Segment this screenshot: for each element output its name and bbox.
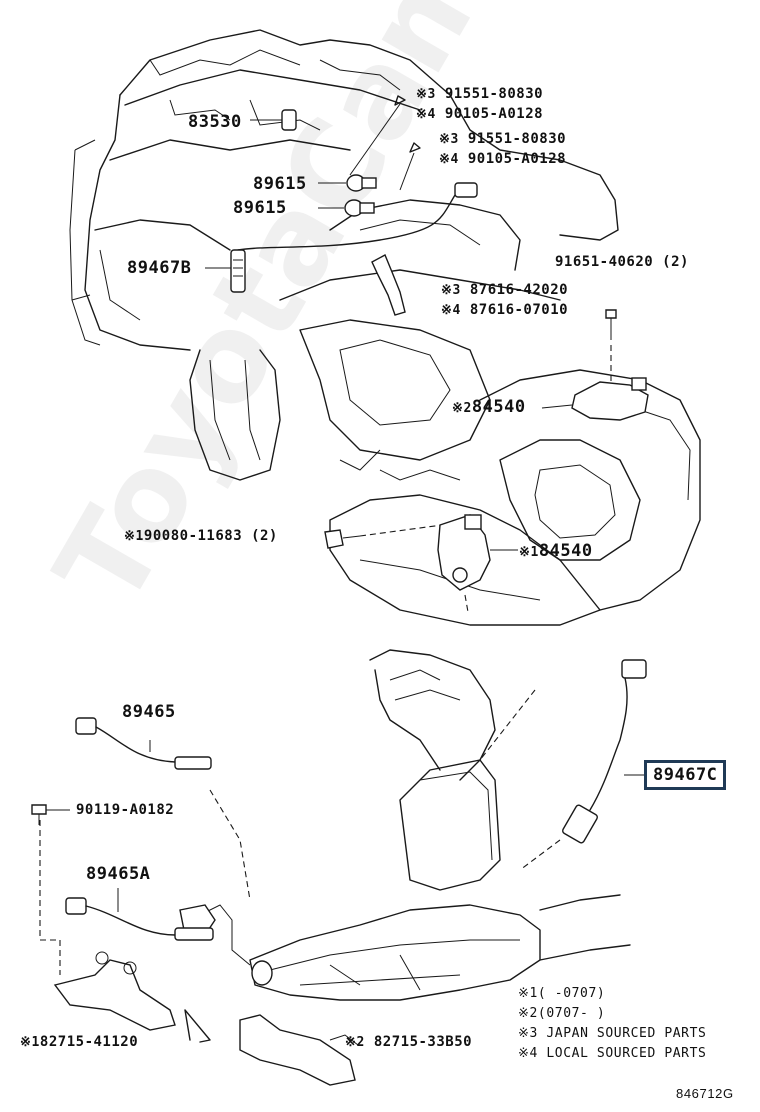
callout-89465a[interactable]: 89465A (86, 864, 151, 884)
callout-part-number: 82715-33B50 (373, 1034, 473, 1050)
part-89615-sensor-2[interactable] (318, 199, 375, 217)
engine-assembly (69, 29, 619, 481)
callout-mark: ※1 (124, 529, 144, 544)
legend-item-1: ※1( -0707) (518, 986, 605, 1001)
legend-text: JAPAN SOURCED PARTS (546, 1026, 707, 1041)
legend-item-2: ※2(0707- ) (518, 1006, 605, 1021)
part-89465-sensor[interactable] (75, 717, 212, 770)
callout-83530[interactable]: 83530 (188, 112, 242, 132)
part-89465a-sensor[interactable] (65, 888, 214, 941)
callout-part-number: 91551-80830 (444, 86, 544, 102)
callout-89467c-highlighted[interactable]: 89467C (644, 760, 727, 790)
legend-item-3: ※3 JAPAN SOURCED PARTS (518, 1026, 706, 1041)
callout-91651-40620[interactable]: 91651-40620 (2) (555, 254, 689, 270)
callout-82715-33b50[interactable]: ※2 82715-33B50 (345, 1034, 472, 1050)
callout-90105-a0128-a[interactable]: ※4 90105-A0128 (416, 106, 543, 122)
part-89467b-oxygen-sensor[interactable] (205, 182, 478, 293)
part-89467c-sensor[interactable] (562, 659, 647, 844)
callout-89467b[interactable]: 89467B (127, 258, 192, 278)
callout-87616-07010[interactable]: ※4 87616-07010 (441, 302, 568, 318)
callout-mark: ※3 (416, 87, 436, 102)
part-82715-41120-bracket[interactable] (53, 951, 211, 1043)
callout-89615-b[interactable]: 89615 (233, 198, 287, 218)
callout-part-number: 90105-A0128 (444, 106, 544, 122)
callout-mark: ※4 (441, 303, 461, 318)
callout-part-number: 91551-80830 (467, 131, 567, 147)
callout-mark: ※4 (416, 107, 436, 122)
part-82715-33b50-bracket[interactable] (239, 1014, 359, 1086)
callout-90119-a0182[interactable]: 90119-A0182 (76, 802, 175, 818)
part-90119-bolt[interactable] (31, 804, 70, 825)
callout-mark: ※1 (519, 545, 539, 560)
callout-part-number: 87616-42020 (469, 282, 569, 298)
part-87616-bracket[interactable] (371, 254, 406, 316)
callout-part-number: 90105-A0128 (467, 151, 567, 167)
callout-91551-80830-b[interactable]: ※3 91551-80830 (439, 131, 566, 147)
callout-84540-bottom[interactable]: ※184540 (519, 541, 593, 561)
callout-89615-a[interactable]: 89615 (253, 174, 307, 194)
callout-mark: ※2 (452, 401, 472, 416)
callout-mark: ※3 (441, 283, 461, 298)
callout-part-number: 82715-41120 (39, 1034, 139, 1050)
diagram-id: 846712G (676, 1086, 734, 1101)
callout-90105-a0128-b[interactable]: ※4 90105-A0128 (439, 151, 566, 167)
part-83530-sensor[interactable] (250, 109, 297, 131)
legend-mark: ※1 (518, 986, 538, 1001)
callout-mark: ※3 (439, 132, 459, 147)
callout-part-number: 84540 (538, 541, 593, 561)
callout-part-number: 84540 (471, 397, 526, 417)
callout-87616-42020[interactable]: ※3 87616-42020 (441, 282, 568, 298)
callout-mark: ※1 (20, 1035, 40, 1050)
legend-text: LOCAL SOURCED PARTS (546, 1046, 707, 1061)
callout-part-number: 87616-07010 (469, 302, 569, 318)
callout-91551-80830-a[interactable]: ※3 91551-80830 (416, 86, 543, 102)
callout-89465[interactable]: 89465 (122, 702, 176, 722)
part-90080-bolt[interactable] (324, 524, 443, 549)
exhaust-assembly (179, 649, 631, 1001)
leader-dashed-3 (479, 689, 536, 761)
legend-mark: ※3 (518, 1026, 538, 1041)
part-84540-switch-bottom[interactable] (437, 514, 518, 613)
part-89615-sensor-1[interactable] (318, 174, 377, 192)
callout-84540-top[interactable]: ※284540 (452, 397, 526, 417)
callout-90080-11683[interactable]: ※190080-11683 (2) (124, 528, 278, 544)
callout-part-number: 90080-11683 (2) (143, 528, 278, 544)
legend-mark: ※4 (518, 1046, 538, 1061)
leader-dashed-2 (519, 839, 561, 871)
part-84540-switch-top[interactable] (541, 377, 649, 421)
legend-mark: ※2 (518, 1006, 538, 1021)
leader-dashed-1 (209, 789, 251, 901)
leader-dashed-4 (39, 820, 61, 975)
legend-text: (0707- ) (537, 1006, 606, 1021)
legend-text: ( -0707) (537, 986, 606, 1001)
callout-mark: ※2 (345, 1035, 365, 1050)
legend-item-4: ※4 LOCAL SOURCED PARTS (518, 1046, 706, 1061)
callout-mark: ※4 (439, 152, 459, 167)
part-bolts-top[interactable] (349, 95, 421, 191)
part-91651-bolt[interactable] (605, 309, 617, 388)
callout-82715-41120[interactable]: ※182715-41120 (20, 1034, 138, 1050)
